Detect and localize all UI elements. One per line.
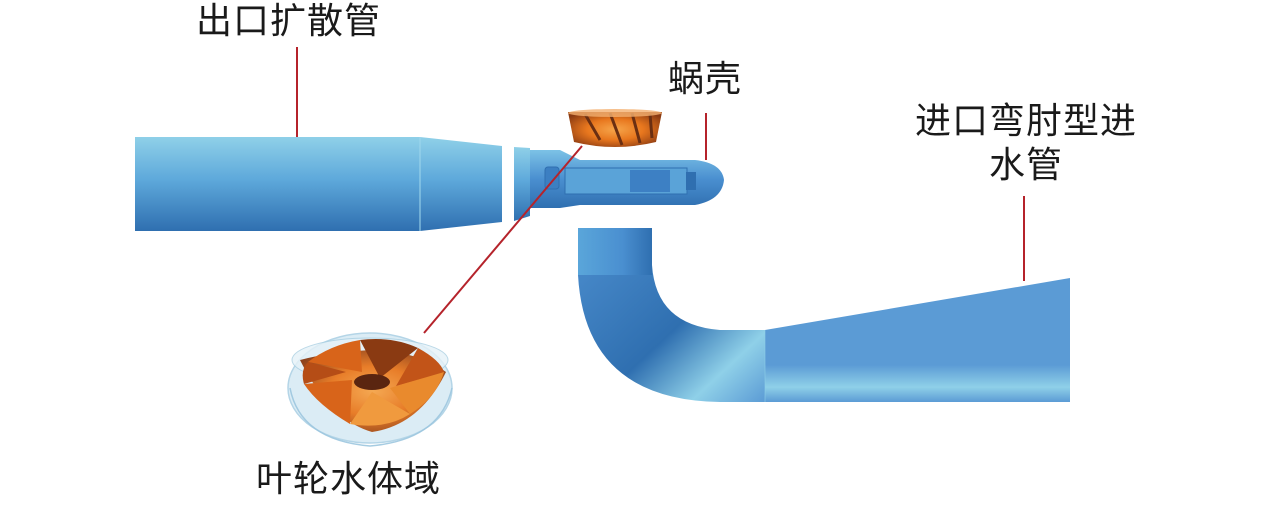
leader-impeller [423,145,583,334]
inlet-elbow-pipe [578,228,1070,402]
inlet-elbow-pipe-label: 进口弯肘型进 水管 [906,100,1146,188]
impeller-domain-label: 叶轮水体域 [256,459,442,500]
impeller-fluid-domain [287,332,453,447]
leader-lines [296,47,1025,334]
outlet-diffuser-pipe [135,137,530,231]
volute-casing [530,150,724,208]
impeller-small [568,109,662,147]
outlet-diffuser-label: 出口扩散管 [196,1,382,42]
inlet-label-line2: 水管 [988,145,1063,186]
inlet-label-line1: 进口弯肘型进 [914,101,1137,142]
volute-label: 蜗壳 [668,59,743,100]
